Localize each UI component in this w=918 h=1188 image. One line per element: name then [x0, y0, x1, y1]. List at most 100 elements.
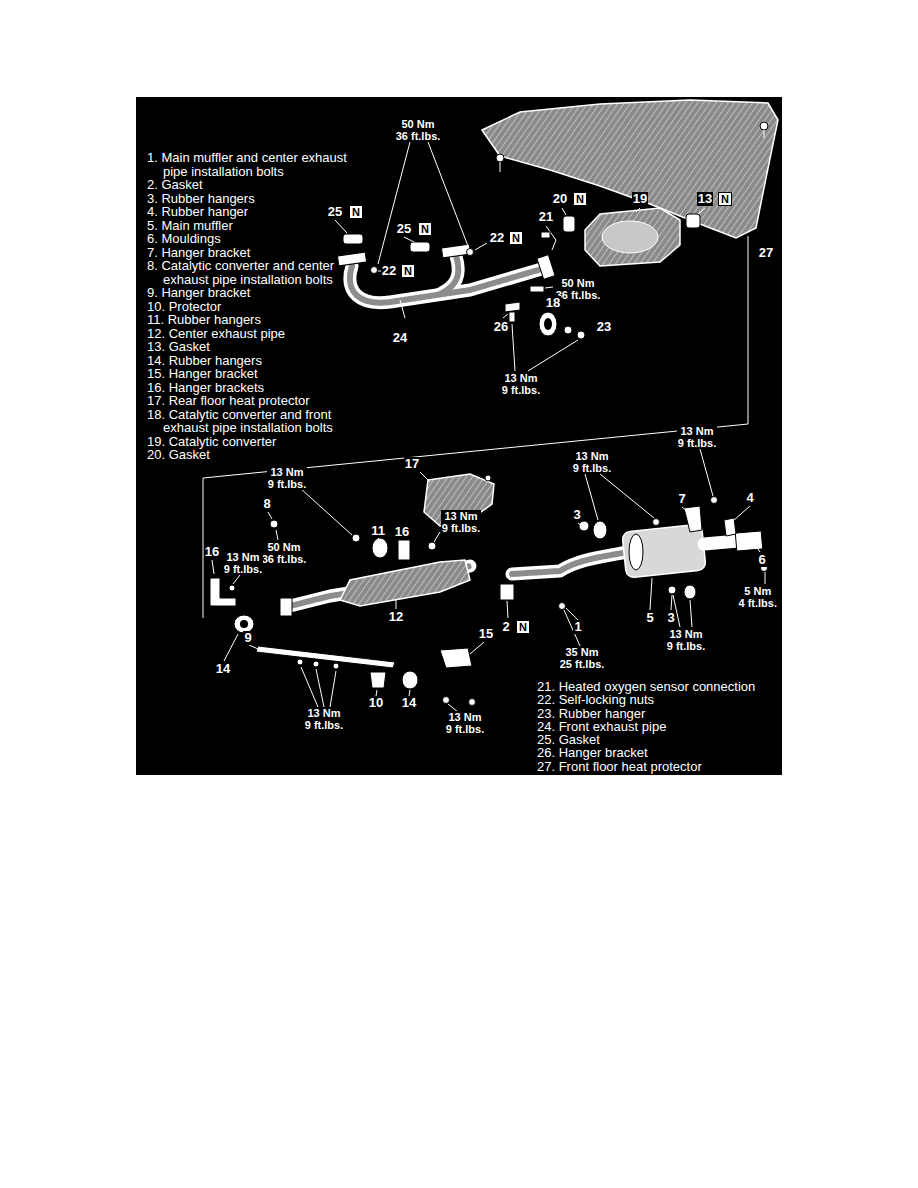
front-exhaust-pipe [337, 252, 366, 266]
callout-number: 26 [493, 320, 509, 334]
parts-list: 1. Main muffler and center exhaust pipe … [147, 151, 372, 462]
hanger-bracket-assembly [256, 646, 395, 668]
gasket [410, 242, 430, 252]
leader-line [400, 300, 405, 318]
new-part-mark: N [509, 231, 523, 245]
part-list-entry: 10. Protector [147, 300, 372, 314]
callout-number: 1 [573, 620, 582, 634]
leader-line [335, 220, 347, 233]
catalytic-converter [602, 221, 658, 253]
leader-line [690, 600, 692, 627]
main-muffler [512, 552, 628, 574]
leader-line [650, 578, 652, 610]
leader-line [470, 642, 484, 654]
hanger-parts [564, 326, 572, 334]
callout-number: 27 [758, 246, 774, 260]
hanger-bracket-assembly [333, 663, 339, 669]
front-exhaust-pipe [440, 256, 458, 294]
hanger-parts [539, 312, 557, 336]
main-muffler [512, 552, 628, 574]
oxygen-sensor [541, 226, 556, 250]
callout-number: 14 [215, 662, 231, 676]
hanger-bracket [240, 620, 248, 628]
rear-heat-protector [485, 475, 491, 481]
callout-number: 21 [538, 210, 554, 224]
main-muffler [579, 521, 589, 531]
callout-number: 2 [501, 620, 510, 634]
oxygen-sensor [541, 232, 550, 238]
hanger-bracket-assembly [402, 671, 418, 689]
black-panel [136, 97, 782, 775]
part-list-entry: 5. Main muffler [147, 219, 372, 233]
hanger-bracket-assembly [443, 697, 450, 704]
leader-line [578, 523, 582, 526]
leader-line [585, 474, 598, 520]
new-part-mark: N [401, 264, 415, 278]
new-part-mark: N [516, 620, 530, 634]
leader-line [330, 671, 336, 707]
part-list-entry: 6. Mouldings [147, 232, 372, 246]
leader-line [378, 538, 380, 540]
part-list-entry: 20. Gasket [147, 448, 372, 462]
part-list-entry: 16. Hanger brackets [147, 381, 372, 395]
leader-line [671, 595, 672, 610]
leader-line [698, 208, 705, 214]
leader-line [233, 575, 240, 584]
parts-list: 21. Heated oxygen sensor connection22. S… [537, 680, 779, 773]
callout-number: 25 [396, 222, 412, 236]
part-list-entry: 27. Front floor heat protector [537, 760, 779, 773]
part-list-entry: 14. Rubber hangers [147, 354, 372, 368]
leader-line [764, 130, 765, 138]
part-list-entry: 19. Catalytic converter [147, 435, 372, 449]
leader-line [428, 142, 468, 246]
leader-line [765, 572, 766, 584]
catalytic-converter [686, 214, 700, 228]
new-part-mark: N [349, 205, 363, 219]
leader-line [434, 532, 440, 542]
center-exhaust-pipe [270, 520, 278, 528]
hanger-bracket [210, 560, 254, 661]
callout-number: 16 [394, 525, 410, 539]
leader-line [562, 208, 566, 215]
hanger-bracket-assembly [297, 659, 303, 665]
new-part-mark: N [718, 192, 732, 206]
callout-number: 18 [545, 296, 561, 310]
rubber-hanger [428, 542, 436, 550]
torque-value: 13 Nm 9 ft.lbs. [445, 711, 486, 735]
main-muffler [622, 524, 706, 578]
callout-number: 6 [757, 553, 766, 567]
rubber-hanger [352, 534, 360, 542]
rubber-hanger [398, 540, 410, 560]
main-muffler [593, 521, 607, 539]
callout-number: 20 [552, 192, 568, 206]
hanger-bracket-assembly [249, 642, 484, 712]
front-exhaust-pipe [537, 255, 555, 280]
hanger-bracket-assembly [313, 661, 319, 667]
callout-number: 25 [327, 205, 343, 219]
torque-value: 13 Nm 9 ft.lbs. [501, 372, 542, 396]
heat-protector [760, 122, 768, 130]
leader-line [528, 340, 578, 371]
callout-number: 24 [392, 331, 408, 345]
part-list-entry: 25. Gasket [537, 733, 779, 746]
leader-line [636, 208, 640, 212]
rubber-hanger [300, 488, 440, 560]
catalytic-converter [563, 216, 575, 232]
front-exhaust-pipe [371, 267, 378, 274]
torque-value: 13 Nm 9 ft.lbs. [666, 628, 707, 652]
rear-heat-protector [424, 474, 494, 526]
hanger-parts [544, 318, 552, 330]
new-part-mark: N [418, 222, 432, 236]
part-list-entry: 15. Hanger bracket [147, 367, 372, 381]
leader-line [404, 237, 414, 242]
part-list-entry: 21. Heated oxygen sensor connection [537, 680, 779, 693]
rubber-hanger [372, 538, 388, 558]
callout-number: 17 [404, 457, 420, 471]
hanger-parts [530, 286, 544, 292]
leader-line [300, 488, 352, 535]
part-list-entry: 7. Hanger bracket [147, 246, 372, 260]
callout-number: 12 [388, 610, 404, 624]
torque-value: 13 Nm 9 ft.lbs. [304, 707, 345, 731]
